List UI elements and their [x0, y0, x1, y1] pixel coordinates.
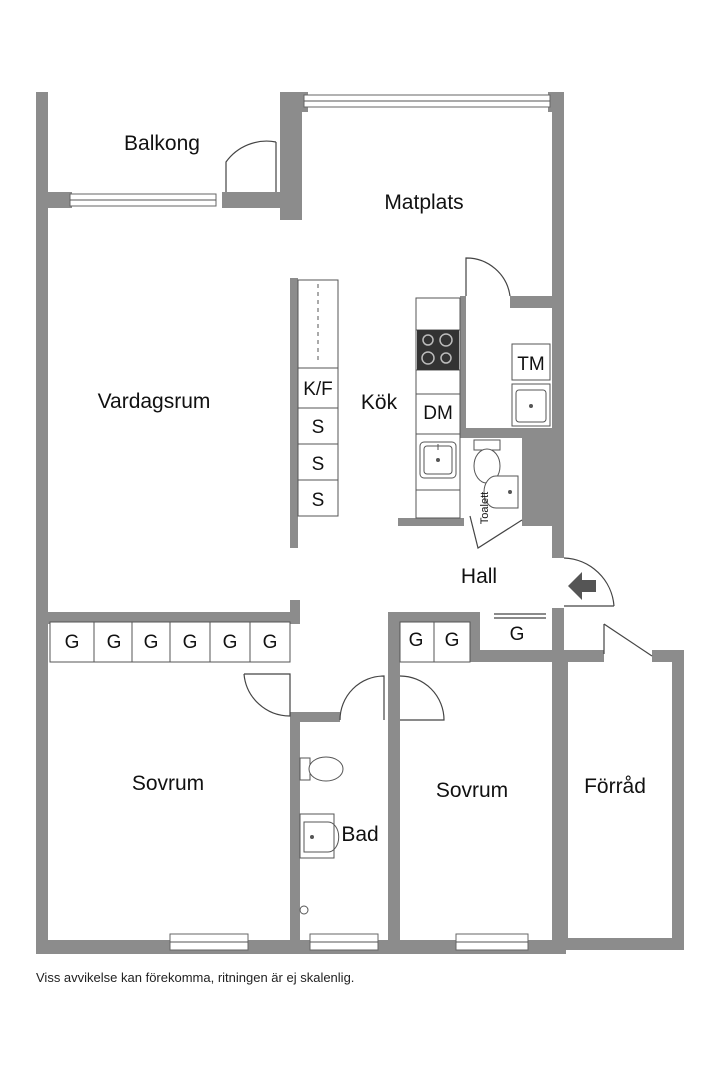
doors: [225, 140, 653, 721]
fixture-label-s-3: S: [312, 490, 325, 511]
kitchen-column: [297, 279, 339, 517]
room-label-sovrum-right: Sovrum: [436, 779, 508, 802]
wardrobes-right: [399, 621, 471, 663]
room-label-toalett: Toalett: [479, 492, 491, 524]
wardrobe-label-4: G: [183, 632, 198, 653]
toilet-sink-icon: [483, 475, 519, 509]
wardrobe-label-7: G: [409, 630, 424, 651]
room-label-bad: Bad: [341, 823, 378, 846]
toilet-icon: [473, 439, 501, 484]
wardrobe-label-5: G: [223, 632, 238, 653]
wardrobe-label-6: G: [263, 632, 278, 653]
tm-sink-icon: [511, 383, 551, 427]
room-label-forrad: Förråd: [584, 775, 646, 798]
bath-toilet-icon: [299, 756, 344, 782]
walls: [36, 92, 684, 954]
bath-drain-icon: [299, 905, 309, 915]
fixture-label-kf: K/F: [303, 379, 333, 400]
windows: [69, 94, 551, 951]
room-label-matplats: Matplats: [384, 191, 463, 214]
wardrobe-label-1: G: [65, 632, 80, 653]
wardrobe-label-9: G: [510, 624, 525, 645]
wardrobe-label-8: G: [445, 630, 460, 651]
entrance-arrow-icon: [568, 572, 596, 600]
fixture-label-dm: DM: [423, 403, 453, 424]
disclaimer-text: Viss avvikelse kan förekomma, ritningen …: [36, 970, 355, 985]
room-label-vardagsrum: Vardagsrum: [98, 390, 211, 413]
room-label-hall: Hall: [461, 565, 497, 588]
fixture-label-s-2: S: [312, 454, 325, 475]
wardrobes-left: [49, 621, 291, 663]
bath-sink-icon: [299, 813, 340, 859]
kitchen-sink-icon: [419, 441, 457, 479]
fixture-label-tm: TM: [517, 354, 544, 375]
room-label-sovrum-left: Sovrum: [132, 772, 204, 795]
room-label-kok: Kök: [361, 391, 398, 414]
fixture-label-s-1: S: [312, 417, 325, 438]
stove-icon: [417, 330, 459, 370]
room-label-balkong: Balkong: [124, 132, 200, 155]
wardrobe-label-2: G: [107, 632, 122, 653]
wardrobe-label-3: G: [144, 632, 159, 653]
